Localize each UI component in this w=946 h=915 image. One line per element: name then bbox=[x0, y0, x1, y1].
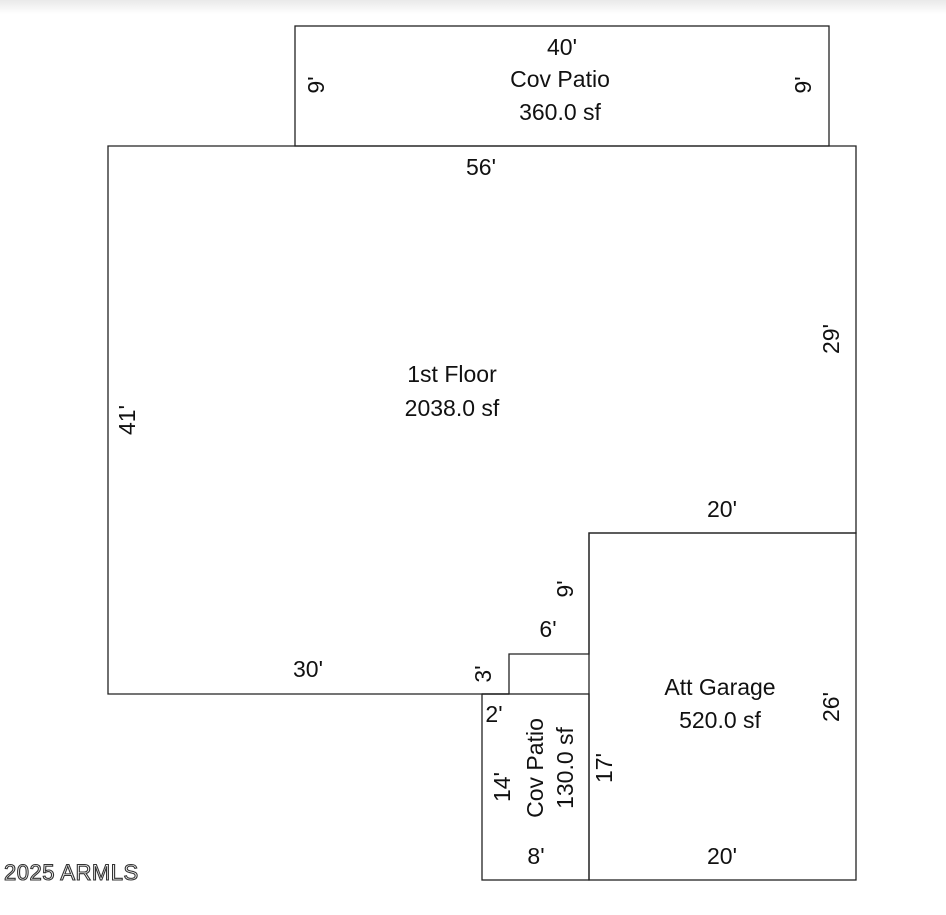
first-floor-area: 2038.0 sf bbox=[405, 395, 500, 421]
cov-patio-bottom-area: 130.0 sf bbox=[552, 726, 578, 808]
cov-patio-top-dim-top: 40' bbox=[547, 34, 577, 60]
att-garage-dim-left: 17' bbox=[591, 753, 617, 783]
first-floor-dim-right: 29' bbox=[818, 324, 844, 354]
first-floor-dim-bottom: 30' bbox=[293, 656, 323, 682]
first-floor-dim-left: 41' bbox=[114, 405, 140, 435]
first-floor-dim-step-horizontal: 6' bbox=[539, 616, 556, 642]
cov-patio-top-name: Cov Patio bbox=[510, 66, 610, 92]
att-garage-dim-bottom: 20' bbox=[707, 843, 737, 869]
first-floor-dim-top: 56' bbox=[466, 154, 496, 180]
att-garage-area: 520.0 sf bbox=[679, 707, 761, 733]
cov-patio-bottom-dim-left-top: 2' bbox=[485, 701, 502, 727]
att-garage-dim-right: 26' bbox=[818, 692, 844, 722]
top-shade bbox=[0, 0, 946, 14]
cov-patio-bottom-dim-left: 14' bbox=[489, 772, 515, 802]
att-garage-name: Att Garage bbox=[664, 674, 775, 700]
first-floor-dim-step-vertical: 3' bbox=[470, 665, 496, 682]
cov-patio-top-dim-left: 9' bbox=[303, 76, 329, 93]
cov-patio-top-area: 360.0 sf bbox=[519, 99, 601, 125]
cov-patio-bottom-name: Cov Patio bbox=[522, 718, 548, 818]
cov-patio-bottom-dim-bottom: 8' bbox=[527, 843, 544, 869]
first-floor-dim-inner-vertical: 9' bbox=[552, 580, 578, 597]
cov-patio-top-dim-right: 9' bbox=[790, 76, 816, 93]
first-floor-name: 1st Floor bbox=[407, 361, 497, 387]
first-floor-dim-inner-horizontal: 20' bbox=[707, 496, 737, 522]
cov-patio-bottom-outline bbox=[481, 693, 590, 881]
copyright-watermark: 2025 ARMLS bbox=[3, 859, 139, 885]
